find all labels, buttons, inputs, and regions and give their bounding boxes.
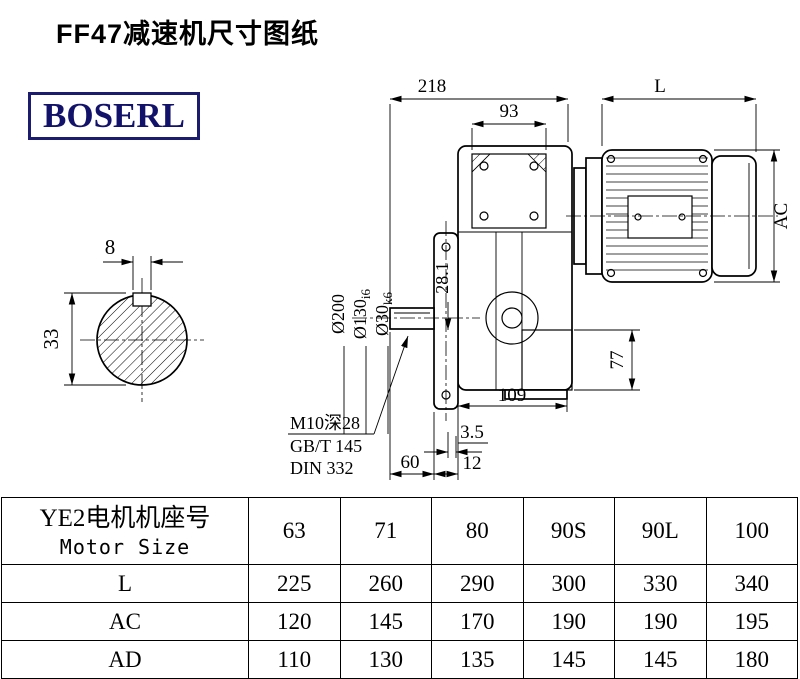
- top-cover-plate: [471, 153, 547, 229]
- note-tapped-hole: M10深28: [290, 413, 360, 433]
- motor-size-header-cn: YE2电机机座号: [39, 505, 211, 533]
- value-AD-2: 135: [431, 640, 524, 679]
- dim-L: L: [654, 76, 666, 97]
- motor-bolt: [606, 154, 616, 164]
- value-AD-0: 110: [248, 640, 341, 679]
- value-AC-0: 120: [248, 602, 341, 641]
- gearbox-housing: [457, 145, 573, 391]
- value-AD-5: 180: [705, 640, 798, 679]
- housing-foot: [504, 389, 568, 400]
- motor-size-90s: 90S: [522, 497, 615, 565]
- value-AC-4: 190: [614, 602, 707, 641]
- output-shaft: [389, 307, 435, 330]
- dim-AC: AC: [771, 203, 792, 229]
- bolt-hole: [529, 161, 539, 171]
- dim-spigot-diameter: Ø130i6: [350, 288, 373, 339]
- table-header-row: YE2电机机座号 Motor Size 63 71 80 90S 90L 100: [1, 497, 798, 565]
- motor-size-63: 63: [248, 497, 341, 565]
- motor-size-90l: 90L: [614, 497, 707, 565]
- value-L-1: 260: [339, 564, 432, 603]
- dim-shaft-33: 33: [39, 329, 63, 350]
- value-AD-4: 145: [614, 640, 707, 679]
- keyway-notch: [132, 292, 152, 307]
- value-AC-2: 170: [431, 602, 524, 641]
- flange-bolt-hole: [441, 390, 451, 400]
- flange-bolt-hole: [441, 242, 451, 252]
- row-label-AC: AC: [1, 602, 249, 641]
- note-gbt-145: GB/T 145: [290, 436, 362, 456]
- bearing-boss: [485, 291, 539, 345]
- value-L-5: 340: [705, 564, 798, 603]
- shaft-section-circle: [96, 294, 188, 386]
- value-AC-1: 145: [339, 602, 432, 641]
- dim-77: 77: [607, 351, 628, 370]
- dimension-table: YE2电机机座号 Motor Size 63 71 80 90S 90L 100…: [1, 497, 798, 679]
- value-L-0: 225: [248, 564, 341, 603]
- motor-size-71: 71: [339, 497, 432, 565]
- motor-size-header-en: Motor Size: [59, 534, 191, 559]
- leader-line: [373, 335, 409, 435]
- value-AC-3: 190: [522, 602, 615, 641]
- table-row-AD: AD 110 130 135 145 145 180: [1, 640, 798, 679]
- brand-logo: BOSERL: [28, 92, 200, 141]
- value-L-3: 300: [522, 564, 615, 603]
- bolt-hole: [479, 161, 489, 171]
- nameplate-bolt: [678, 213, 686, 221]
- motor-bolt: [698, 268, 708, 278]
- motor-size-80: 80: [431, 497, 524, 565]
- note-din-332: DIN 332: [290, 458, 354, 478]
- dim-shaft-diameter: Ø30k6: [372, 292, 395, 337]
- gearbox-side-view: [352, 145, 778, 421]
- row-label-L: L: [1, 564, 249, 603]
- page-title: FF47减速机尺寸图纸: [56, 19, 320, 49]
- dim-3-5: 3.5: [460, 422, 484, 443]
- dim-109: 109: [498, 385, 527, 406]
- value-L-4: 330: [614, 564, 707, 603]
- row-label-AD: AD: [1, 640, 249, 679]
- technical-drawing: 8 33: [39, 76, 792, 480]
- motor-bolt: [606, 268, 616, 278]
- dim-12: 12: [463, 453, 482, 474]
- dim-60: 60: [401, 452, 420, 473]
- dimensions: 218 L 93 AC 77 109: [288, 76, 792, 480]
- dim-218: 218: [418, 76, 447, 97]
- motor-size-header-cell: YE2电机机座号 Motor Size: [1, 497, 249, 565]
- dim-flange-diameter: Ø200: [328, 294, 348, 334]
- bolt-hole: [479, 211, 489, 221]
- table-row-L: L 225 260 290 300 330 340: [1, 564, 798, 603]
- motor-size-100: 100: [705, 497, 798, 565]
- value-AC-5: 195: [705, 602, 798, 641]
- dim-key-width: 8: [105, 235, 116, 259]
- value-L-2: 290: [431, 564, 524, 603]
- value-AD-1: 130: [339, 640, 432, 679]
- motor-nameplate: [627, 195, 693, 239]
- dim-28-1: 28.1: [432, 262, 452, 294]
- motor-bolt: [698, 154, 708, 164]
- bolt-hole: [529, 211, 539, 221]
- table-row-AC: AC 120 145 170 190 190 195: [1, 602, 798, 641]
- nameplate-bolt: [634, 213, 642, 221]
- value-AD-3: 145: [522, 640, 615, 679]
- shaft-section-view: 8 33: [39, 235, 204, 402]
- bearing-boss: [501, 307, 523, 329]
- dim-93: 93: [500, 101, 519, 122]
